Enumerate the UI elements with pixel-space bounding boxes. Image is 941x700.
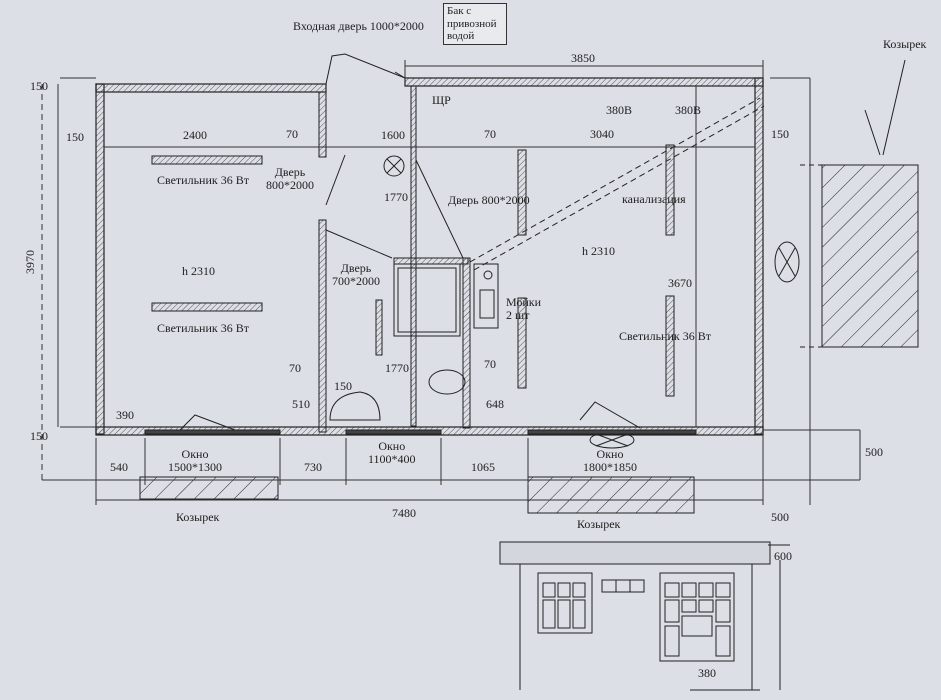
panel-label: ЩР — [432, 93, 451, 107]
dim-150-tl: 150 — [30, 79, 48, 93]
socket-380-a-label: 380В — [606, 103, 633, 117]
dim-150-l: 150 — [66, 130, 84, 144]
dim-70-c: 70 — [289, 361, 301, 375]
dim-3850: 3850 — [571, 51, 595, 65]
canopy-right — [821, 164, 919, 348]
window-3-label: Окно 1800*1850 — [583, 447, 637, 475]
door-800-left-label: Дверь 800*2000 — [266, 165, 314, 193]
canopy-bottom — [527, 476, 695, 514]
height-right-label: h 2310 — [582, 244, 615, 258]
dim-500-b: 500 — [771, 510, 789, 524]
window-1-label: Окно 1500*1300 — [168, 447, 222, 475]
dim-380: 380 — [698, 666, 716, 680]
sink-unit — [473, 263, 499, 329]
water-tank-label: Бак с привозной водой — [443, 3, 507, 45]
dim-150-bl: 150 — [30, 429, 48, 443]
inner-walls — [318, 85, 471, 433]
dim-70-b: 70 — [484, 127, 496, 141]
dim-150-wc: 150 — [334, 379, 352, 393]
dim-3670: 3670 — [668, 276, 692, 290]
wash-basin — [329, 391, 381, 421]
entrance-door-label: Входная дверь 1000*2000 — [293, 19, 424, 33]
dim-1065: 1065 — [471, 460, 495, 474]
door-800-right-label: Дверь 800*2000 — [448, 193, 530, 207]
socket-380-b-label: 380В — [675, 103, 702, 117]
canopy-left — [139, 476, 279, 500]
height-left-label: h 2310 — [182, 264, 215, 278]
dim-1770-b: 1770 — [385, 361, 409, 375]
windows — [144, 429, 697, 435]
light-3-label: Светильник 36 Вт — [619, 329, 711, 343]
light-fixtures — [151, 144, 675, 397]
entrance-door — [325, 53, 406, 85]
dim-3970: 3970 — [23, 250, 37, 274]
dim-70-a: 70 — [286, 127, 298, 141]
dim-2400: 2400 — [183, 128, 207, 142]
dim-1770-a: 1770 — [384, 190, 408, 204]
window-2-label: Окно 1100*400 — [368, 439, 416, 467]
shower-cabin — [393, 263, 461, 337]
dim-390: 390 — [116, 408, 134, 422]
door-swings — [179, 154, 641, 431]
door-700-label: Дверь 700*2000 — [332, 261, 380, 289]
dim-540: 540 — [110, 460, 128, 474]
canopy-bottom-mid-label: Козырек — [577, 517, 621, 531]
dim-510: 510 — [292, 397, 310, 411]
dim-7480: 7480 — [392, 506, 416, 520]
sewer-pipe — [469, 97, 765, 271]
dim-1600: 1600 — [381, 128, 405, 142]
dim-648: 648 — [486, 397, 504, 411]
dim-70-d: 70 — [484, 357, 496, 371]
dim-600: 600 — [774, 549, 792, 563]
front-elevation — [499, 541, 790, 691]
light-2-label: Светильник 36 Вт — [157, 321, 249, 335]
dim-3040: 3040 — [590, 127, 614, 141]
toilet — [428, 369, 466, 395]
canopy-top-right-label: Козырек — [883, 37, 927, 51]
sewer-label: канализация — [622, 192, 686, 206]
dim-730: 730 — [304, 460, 322, 474]
dim-500-a: 500 — [865, 445, 883, 459]
window-fan-icon — [589, 431, 635, 449]
sinks-label: Мойки 2 шт — [506, 295, 542, 323]
canopy-bottom-left-label: Козырек — [176, 510, 220, 524]
outdoor-lamp-icon — [774, 241, 800, 283]
light-1-label: Светильник 36 Вт — [157, 173, 249, 187]
ceiling-lamp-icon — [383, 155, 405, 177]
dim-150-r: 150 — [771, 127, 789, 141]
